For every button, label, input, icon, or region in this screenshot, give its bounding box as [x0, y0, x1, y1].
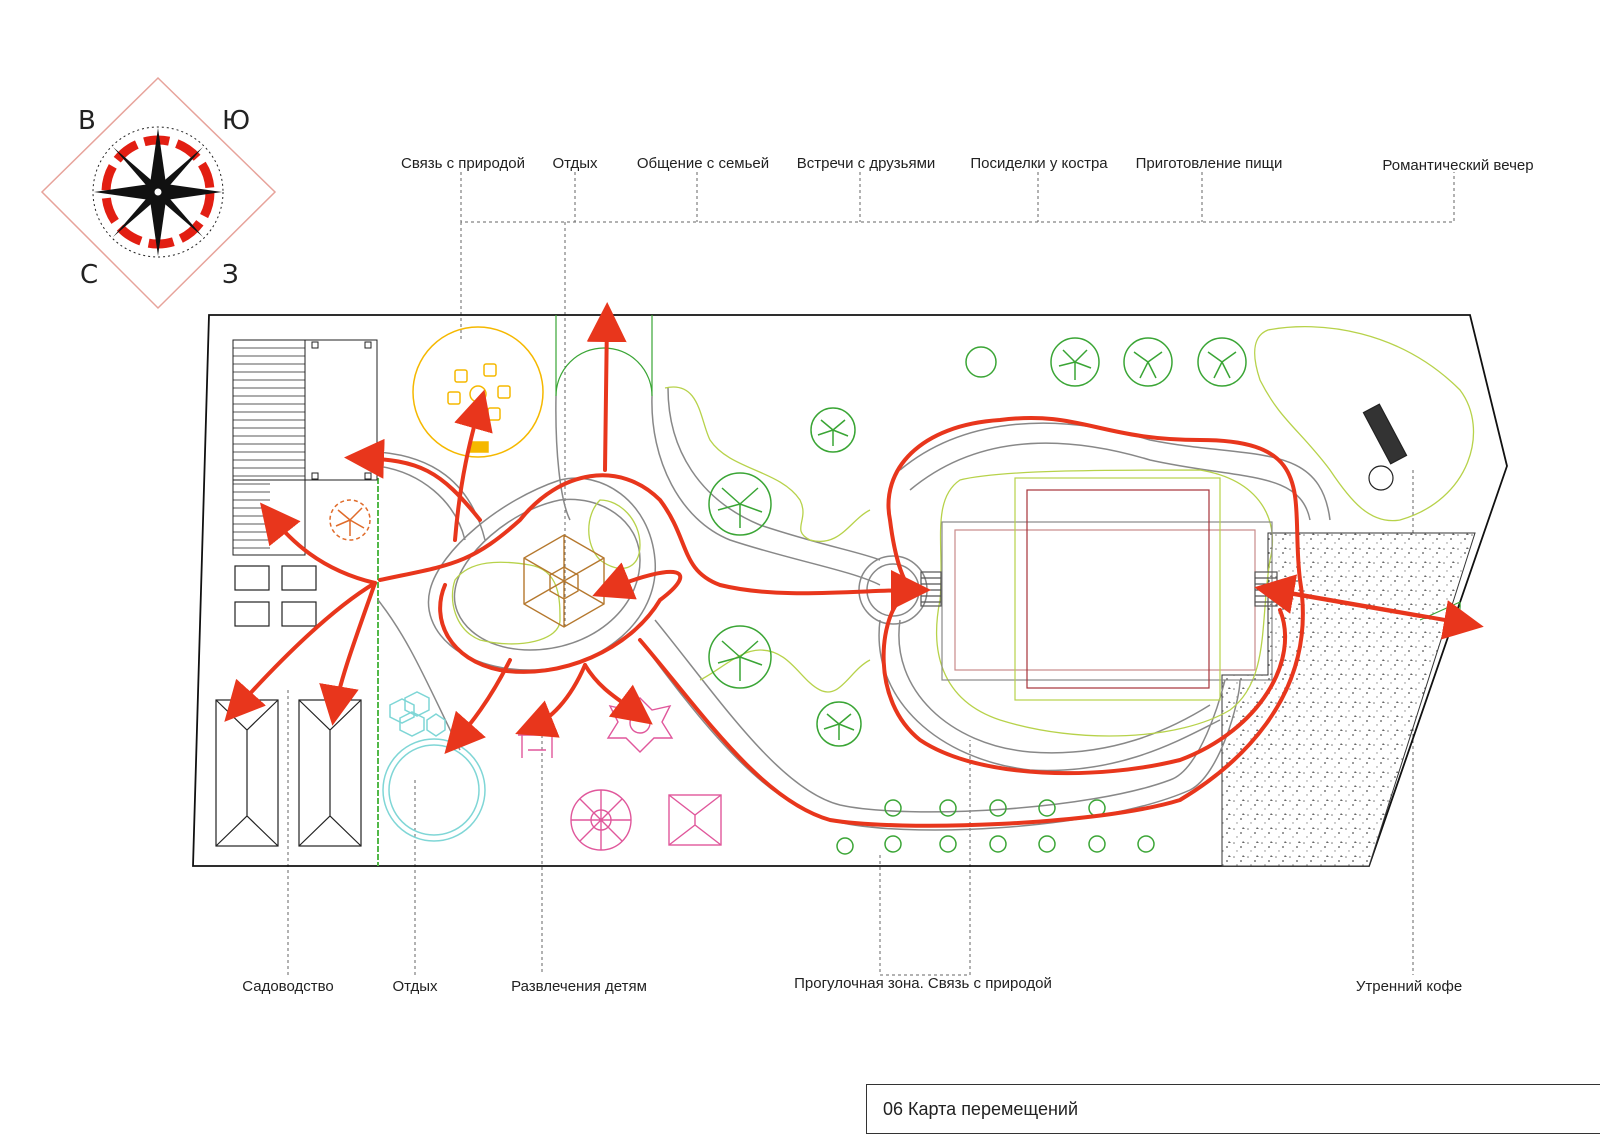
label-cooking: Приготовление пищи — [1135, 155, 1283, 172]
label-kids-entertainment: Развлечения детям — [511, 978, 647, 995]
shrub-orange — [329, 499, 371, 541]
compass-rose — [40, 76, 277, 310]
label-family-time: Общение с семьей — [636, 155, 770, 172]
label-morning-coffee: Утренний кофе — [1355, 978, 1463, 995]
label-walking-zone: Прогулочная зона. Связь с природой — [794, 975, 1052, 992]
house-terrace — [920, 477, 1278, 701]
compass-south-label: З — [222, 260, 239, 290]
gazebo — [523, 534, 605, 628]
movement-routes — [224, 302, 1484, 828]
kids-zone — [518, 697, 722, 851]
coffee-spot — [1362, 403, 1408, 491]
label-rest-bottom: Отдых — [392, 978, 438, 995]
label-friends-meeting: Встречи с друзьями — [796, 155, 936, 172]
garden-beds — [215, 565, 362, 847]
leader-lines-bottom — [287, 690, 971, 976]
lawn-outlines — [451, 325, 1475, 737]
pool — [382, 691, 486, 842]
sheet-title: 06 Карта перемещений — [883, 1099, 1079, 1119]
garden-paths — [377, 387, 1331, 831]
label-rest-top: Отдых — [552, 155, 598, 172]
fire-pit-zone — [412, 326, 544, 458]
compass-west-label: С — [80, 260, 99, 290]
label-romantic-evening: Романтический вечер — [1382, 157, 1534, 174]
label-nature-connection: Связь с природой — [401, 155, 525, 172]
label-gardening: Садоводство — [242, 978, 334, 995]
gravel-area — [1221, 532, 1476, 867]
gate — [555, 315, 653, 397]
compass-north-label: В — [78, 106, 96, 136]
label-campfire: Посиделки у костра — [970, 155, 1108, 172]
title-block: 06 Карта перемещений — [866, 1084, 1600, 1134]
trees — [708, 337, 1247, 855]
compass-east-label: Ю — [222, 106, 251, 136]
site-boundary — [192, 314, 1508, 867]
